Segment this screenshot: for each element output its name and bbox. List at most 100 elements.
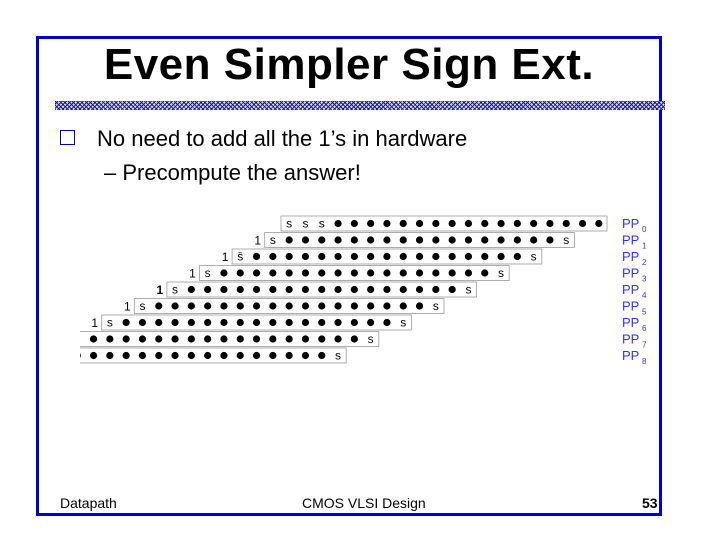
partial-product-dot [318, 252, 326, 261]
partial-product-dot [252, 351, 261, 360]
partial-product-dot [252, 269, 261, 277]
partial-product-dot [399, 252, 407, 261]
partial-product-dot [236, 302, 244, 310]
partial-product-dot [171, 335, 179, 343]
partial-product-dot [383, 219, 391, 228]
sign-bit-label: s [172, 283, 178, 297]
sign-bit-label: s [205, 266, 211, 280]
sign-bit-label: s̄ [237, 250, 243, 264]
partial-product-dot [383, 318, 391, 327]
partial-product-dot [236, 351, 244, 360]
sign-bit-label: s [563, 233, 569, 247]
partial-product-dot [546, 236, 554, 244]
partial-product-dot [122, 335, 130, 343]
partial-product-dot [383, 285, 391, 294]
sign-bit-label: s [368, 332, 374, 346]
title-rule [55, 101, 665, 110]
pp-label-subscript: 5 [642, 308, 647, 317]
partial-product-dot [318, 236, 326, 244]
sign-bit-label: s [319, 217, 325, 231]
sign-bit-label: s [107, 316, 113, 330]
partial-product-dot [285, 302, 293, 310]
partial-product-dot [464, 236, 473, 244]
partial-product-dot [464, 269, 473, 277]
partial-product-dot [220, 351, 228, 360]
pp-label: PP [622, 216, 639, 231]
partial-product-dot [187, 302, 195, 310]
partial-product-dot [399, 302, 407, 310]
sign-bit-label: s [139, 299, 145, 313]
partial-product-dot [464, 252, 473, 261]
partial-product-dot [187, 335, 195, 343]
pp-label-subscript: 3 [642, 275, 647, 284]
partial-product-dot [285, 351, 293, 360]
leading-one-label: 1 [157, 283, 164, 297]
partial-product-dot [383, 236, 391, 244]
partial-product-dot [448, 285, 456, 294]
partial-product-dot [562, 219, 570, 228]
sign-bit-label: s [270, 233, 276, 247]
partial-product-dot [497, 236, 505, 244]
partial-product-dot [236, 269, 244, 277]
partial-product-dot [399, 219, 407, 228]
partial-product-dot [383, 252, 391, 261]
partial-product-dot [578, 219, 587, 228]
partial-product-dot [252, 252, 261, 261]
partial-product-dot [269, 335, 277, 343]
partial-product-dot [285, 269, 293, 277]
partial-product-dot [383, 269, 391, 277]
sign-bit-label: s [433, 299, 439, 313]
partial-product-dot [334, 269, 342, 277]
partial-product-dot [269, 302, 277, 310]
partial-product-dot [252, 318, 261, 327]
partial-product-dot [187, 285, 195, 294]
partial-product-dot [399, 285, 407, 294]
sign-bit-label: s [531, 250, 537, 264]
partial-product-dot [367, 302, 375, 310]
partial-product-dot [350, 236, 358, 244]
partial-product-dot [204, 351, 212, 360]
partial-product-dot [318, 302, 326, 310]
partial-product-dot [285, 285, 293, 294]
leading-one-label: 1 [91, 316, 98, 330]
pp-row-box [80, 347, 347, 364]
partial-product-dot [318, 269, 326, 277]
sign-bit-label: s [302, 217, 308, 231]
partial-product-dot [155, 335, 163, 343]
partial-product-dot [350, 302, 358, 310]
partial-product-dot [481, 219, 489, 228]
partial-product-dot [399, 269, 407, 277]
partial-product-dot [530, 219, 538, 228]
partial-product-dot [220, 335, 228, 343]
bullet-text: No need to add all the 1’s in hardware [97, 126, 468, 151]
partial-product-dot [350, 318, 358, 327]
sign-bit-label: s [498, 266, 504, 280]
leading-one-label: 1 [222, 250, 229, 264]
partial-product-dot [415, 236, 424, 244]
partial-product-dot [334, 252, 342, 261]
partial-product-dot [155, 318, 163, 327]
pp-label: PP [622, 282, 639, 297]
partial-product-dot [448, 236, 456, 244]
page-number: 53 [642, 495, 658, 511]
pp-label: PP [622, 233, 639, 248]
partial-product-dot [138, 318, 147, 327]
sub-bullet-text: – Precompute the answer! [104, 160, 361, 185]
pp-label: PP [622, 348, 639, 363]
partial-product-dot [269, 285, 277, 294]
partial-product-dot [106, 351, 114, 360]
pp-label-subscript: 1 [642, 242, 647, 251]
partial-product-dot [334, 219, 342, 228]
partial-product-dot [367, 318, 375, 327]
partial-product-dot [546, 219, 554, 228]
partial-product-dot [138, 351, 147, 360]
partial-product-dot [252, 285, 261, 294]
partial-product-dot [448, 269, 456, 277]
partial-product-dot [448, 252, 456, 261]
partial-product-dot [318, 318, 326, 327]
partial-product-dot [301, 252, 310, 261]
partial-product-dot [318, 285, 326, 294]
partial-product-dot [367, 285, 375, 294]
partial-product-dot [236, 318, 244, 327]
partial-product-dot [269, 351, 277, 360]
